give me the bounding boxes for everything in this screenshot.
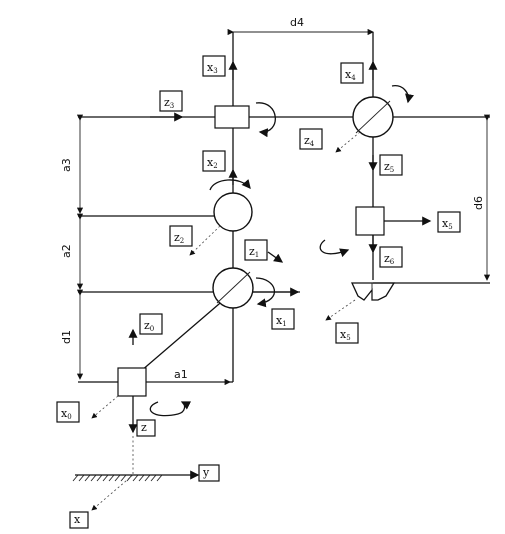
frame-label-x3: x3 bbox=[202, 55, 226, 77]
frame-label-text-x: x bbox=[74, 513, 81, 526]
dim-label-d1: d1 bbox=[60, 330, 73, 344]
dim-label-d4: d4 bbox=[290, 16, 304, 29]
frame-label-text-x5b: x5 bbox=[340, 328, 351, 342]
frame-label-text-z0: z0 bbox=[144, 319, 154, 333]
dim-label-a3: a3 bbox=[60, 158, 73, 172]
frame-label-x: x bbox=[69, 511, 89, 529]
rotation-joint4 bbox=[391, 85, 414, 104]
frame-label-z3: z3 bbox=[159, 90, 183, 112]
axis-z4-arrow bbox=[335, 131, 361, 153]
gripper bbox=[350, 282, 396, 301]
frame-label-y: y bbox=[198, 464, 220, 482]
frame-label-z0: z0 bbox=[139, 313, 163, 335]
rotation-joint3 bbox=[255, 102, 276, 138]
axis-z2-arrow bbox=[189, 225, 221, 256]
joint3-prismatic bbox=[214, 105, 250, 129]
frame-label-text-x2: x2 bbox=[207, 156, 218, 170]
frame-label-text-x4: x4 bbox=[345, 68, 356, 82]
frame-label-text-z5: z5 bbox=[384, 160, 394, 174]
rotation-joint5 bbox=[319, 239, 350, 258]
frame-label-text-z6: z6 bbox=[384, 252, 395, 266]
frame-label-x1: x1 bbox=[271, 308, 295, 330]
frame-label-text-x5a: x5 bbox=[442, 217, 453, 231]
joint4-diameter bbox=[355, 100, 391, 134]
rotation-joint1 bbox=[255, 277, 276, 308]
frame-label-text-y: y bbox=[202, 466, 210, 479]
dim-label-a1: a1 bbox=[174, 368, 188, 381]
frame-label-text-z3: z3 bbox=[164, 96, 174, 110]
ground-hatch bbox=[72, 474, 163, 482]
frame-label-x5b: x5 bbox=[335, 322, 359, 344]
frame-label-text-x0: x0 bbox=[61, 407, 72, 421]
frame-label-x0: x0 bbox=[56, 401, 80, 423]
frame-label-text-x1: x1 bbox=[276, 314, 287, 328]
frame-label-x2: x2 bbox=[202, 150, 226, 172]
joint1-diameter bbox=[216, 271, 251, 304]
frame-label-text-z2: z2 bbox=[174, 231, 184, 245]
frame-label-z4: z4 bbox=[299, 128, 323, 150]
frame-label-z5: z5 bbox=[379, 154, 403, 176]
frame-label-text-z: z bbox=[141, 421, 147, 434]
dim-label-d6: d6 bbox=[472, 196, 485, 210]
axis-x5-gripper-arrow bbox=[325, 299, 356, 321]
base-joint bbox=[117, 367, 147, 397]
frame-label-x4: x4 bbox=[340, 62, 364, 84]
frame-label-text-z1: z1 bbox=[249, 245, 259, 259]
frame-label-z1: z1 bbox=[244, 239, 268, 261]
frame-label-z6: z6 bbox=[379, 246, 403, 268]
frame-label-text-x3: x3 bbox=[207, 61, 218, 75]
frame-label-x5a: x5 bbox=[437, 211, 461, 233]
rotation-joint2 bbox=[209, 179, 251, 191]
frame-label-text-z4: z4 bbox=[304, 134, 315, 148]
axis-x0-arrow bbox=[91, 395, 119, 419]
axis-z1-arrow bbox=[267, 251, 284, 263]
dim-label-a2: a2 bbox=[60, 244, 73, 258]
frame-label-z2: z2 bbox=[169, 225, 193, 247]
rotation-base bbox=[149, 401, 192, 417]
frame-label-z: z bbox=[136, 419, 156, 437]
joint2-revolute bbox=[213, 192, 253, 232]
joint5-wrist bbox=[355, 206, 385, 236]
